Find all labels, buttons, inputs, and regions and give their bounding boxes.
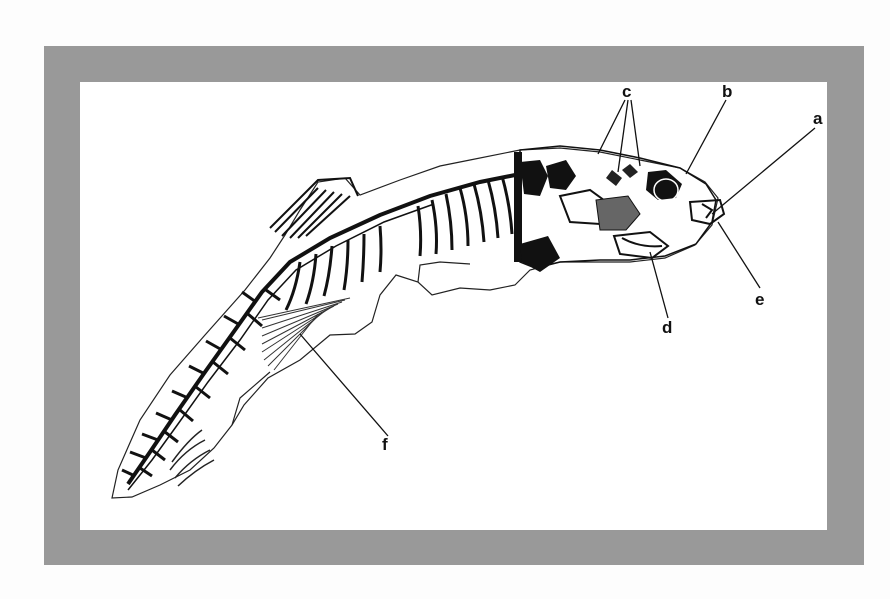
label-e: e: [755, 290, 764, 309]
pelvic-fin: [258, 298, 350, 370]
label-d: d: [662, 318, 672, 337]
vertebral-column: [128, 174, 520, 490]
label-a: a: [813, 109, 823, 128]
label-b: b: [722, 82, 732, 101]
label-c: c: [622, 82, 631, 101]
leader-lines: [300, 100, 815, 436]
label-f: f: [382, 435, 388, 454]
caudal-fin-rays: [170, 430, 214, 486]
